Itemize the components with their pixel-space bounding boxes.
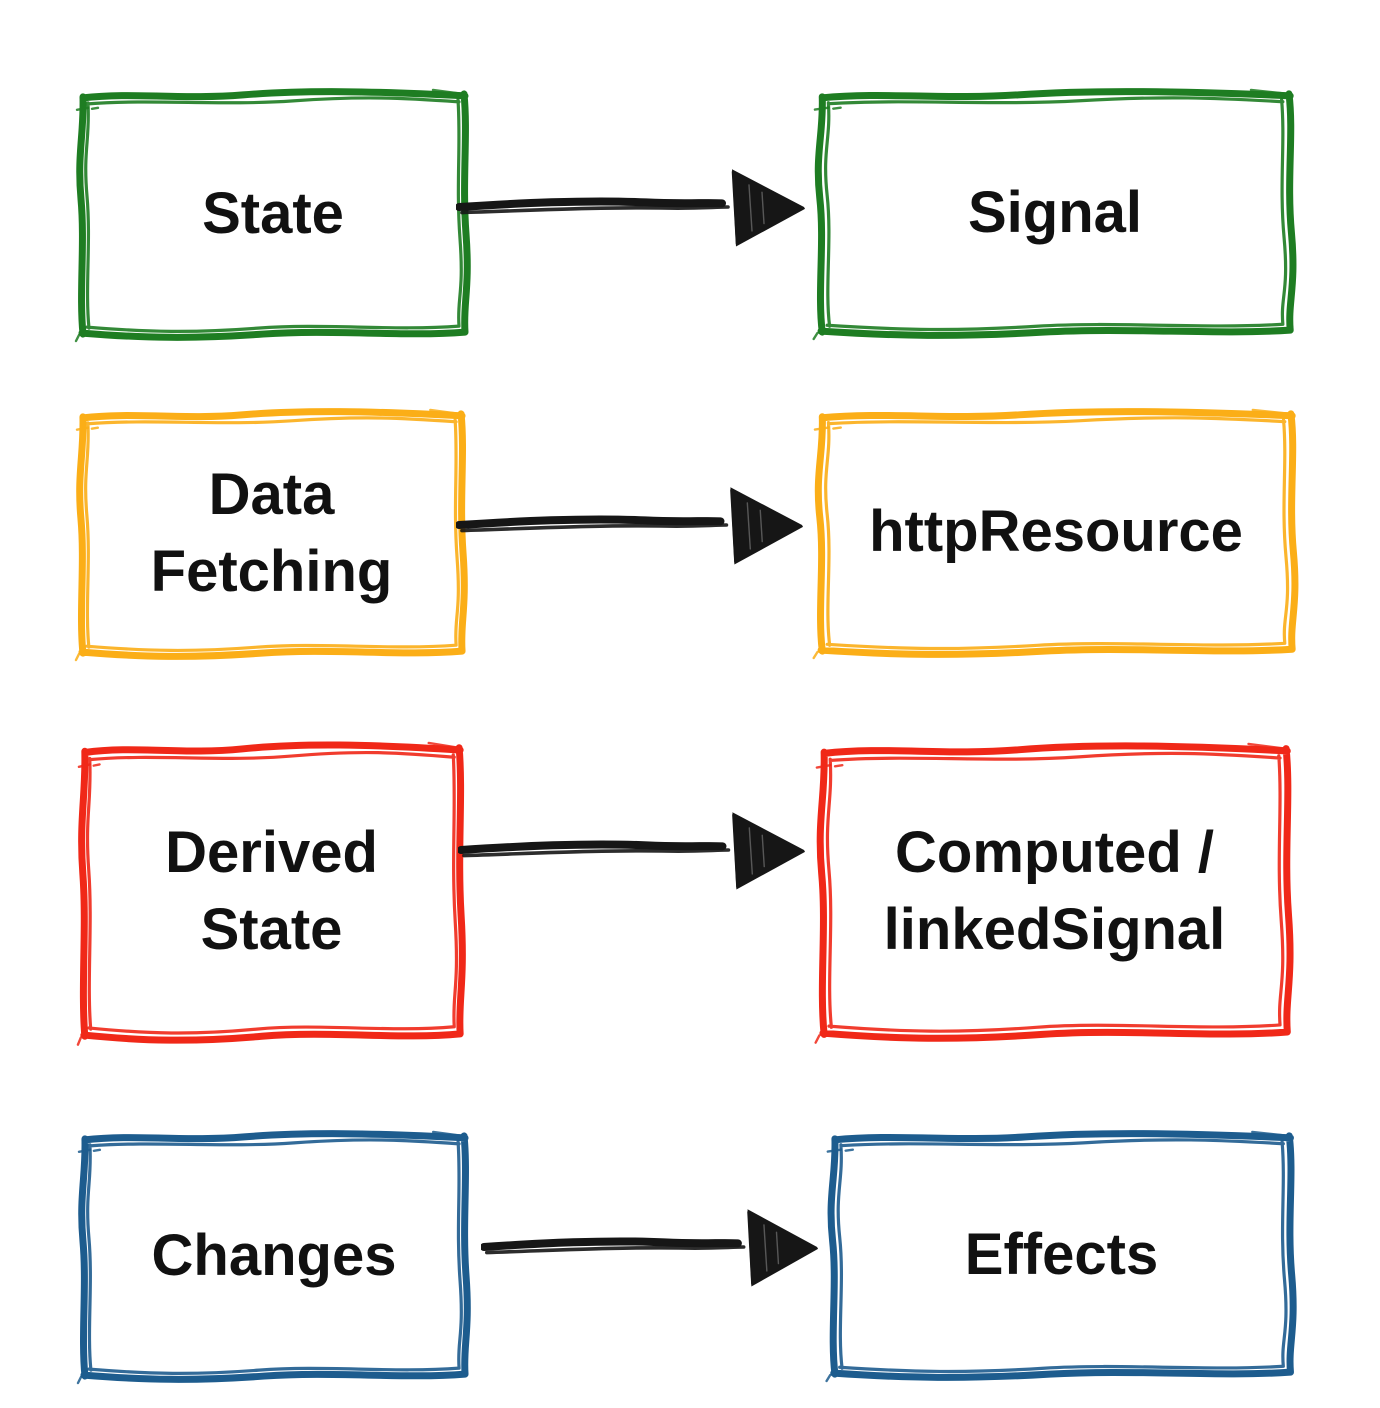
arrow-icon (456, 161, 806, 253)
arrow-icon (458, 804, 806, 896)
arrow-derived-state-to-computed (458, 804, 806, 896)
box-changes-label: Changes (151, 1222, 397, 1288)
box-computed-linkedsignal-label: Computed / linkedSignal (883, 819, 1226, 962)
box-derived-state-label: Derived State (165, 820, 378, 962)
arrow-data-fetching-to-httpresource (456, 479, 804, 571)
box-effects: Effects (823, 1127, 1300, 1383)
box-changes: Changes (75, 1127, 473, 1385)
arrow-changes-to-effects (481, 1201, 819, 1293)
box-derived-state: Derived State (75, 737, 468, 1047)
box-effects-label: Effects (964, 1221, 1159, 1287)
arrow-icon (456, 479, 804, 571)
box-computed-linkedsignal: Computed / linkedSignal (812, 738, 1297, 1045)
arrow-state-to-signal (456, 161, 806, 253)
box-signal: Signal (810, 85, 1300, 341)
box-signal-label: Signal (967, 179, 1143, 245)
box-data-fetching-label: Data Fetching (150, 461, 393, 604)
box-httpresource: httpResource (810, 405, 1302, 660)
box-httpresource-label: httpResource (869, 499, 1243, 565)
box-state-label: State (202, 180, 344, 246)
box-data-fetching: Data Fetching (73, 405, 470, 662)
arrow-icon (481, 1201, 819, 1293)
box-state: State (73, 85, 473, 343)
